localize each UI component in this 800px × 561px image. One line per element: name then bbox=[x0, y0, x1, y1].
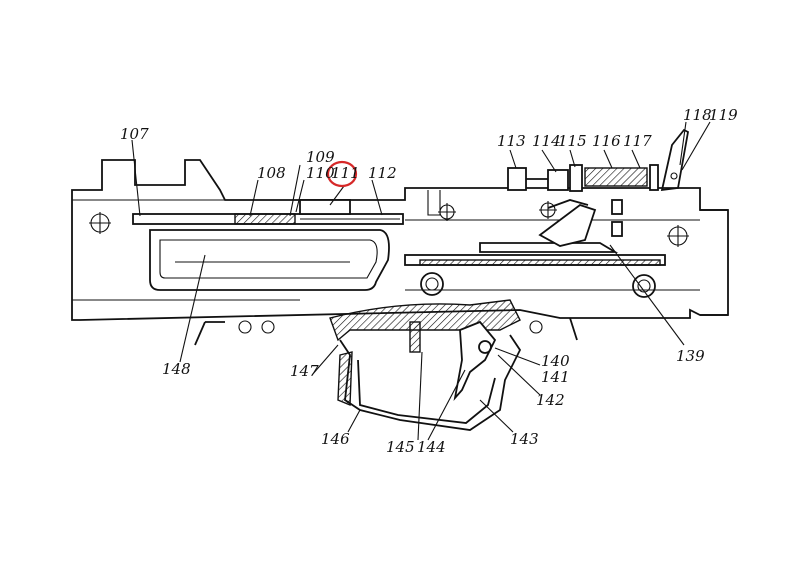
label-147: 147 bbox=[290, 362, 319, 380]
label-143: 143 bbox=[510, 430, 539, 448]
label-145: 145 bbox=[386, 438, 415, 456]
label-146: 146 bbox=[321, 430, 350, 448]
buttstock-tang bbox=[700, 209, 728, 316]
label-148: 148 bbox=[162, 360, 191, 378]
label-139: 139 bbox=[676, 347, 705, 365]
trigger-group bbox=[194, 299, 578, 431]
label-142: 142 bbox=[536, 391, 565, 409]
label-108: 108 bbox=[257, 164, 286, 182]
magazine-window bbox=[149, 229, 390, 291]
label-140: 140 bbox=[541, 352, 570, 370]
leader-lines bbox=[131, 121, 711, 441]
label-144: 144 bbox=[417, 438, 446, 456]
label-141: 141 bbox=[541, 368, 570, 386]
rear-spring-assembly bbox=[507, 128, 690, 192]
label-112: 112 bbox=[368, 164, 397, 182]
lower-rod-assembly bbox=[404, 242, 666, 266]
upper-rod-assembly bbox=[132, 199, 404, 225]
label-114: 114 bbox=[532, 132, 561, 150]
highlight-circle bbox=[326, 160, 358, 188]
rivet-holes bbox=[89, 201, 689, 334]
label-118: 118 bbox=[683, 106, 712, 124]
label-113: 113 bbox=[497, 132, 526, 150]
label-119: 119 bbox=[709, 106, 738, 124]
label-109: 109 bbox=[306, 148, 335, 166]
label-115: 115 bbox=[558, 132, 587, 150]
label-110: 110 bbox=[306, 164, 335, 182]
label-107: 107 bbox=[120, 125, 149, 143]
cam-lever bbox=[538, 199, 623, 247]
label-116: 116 bbox=[592, 132, 621, 150]
label-111: 111 bbox=[331, 164, 360, 182]
label-117: 117 bbox=[623, 132, 652, 150]
